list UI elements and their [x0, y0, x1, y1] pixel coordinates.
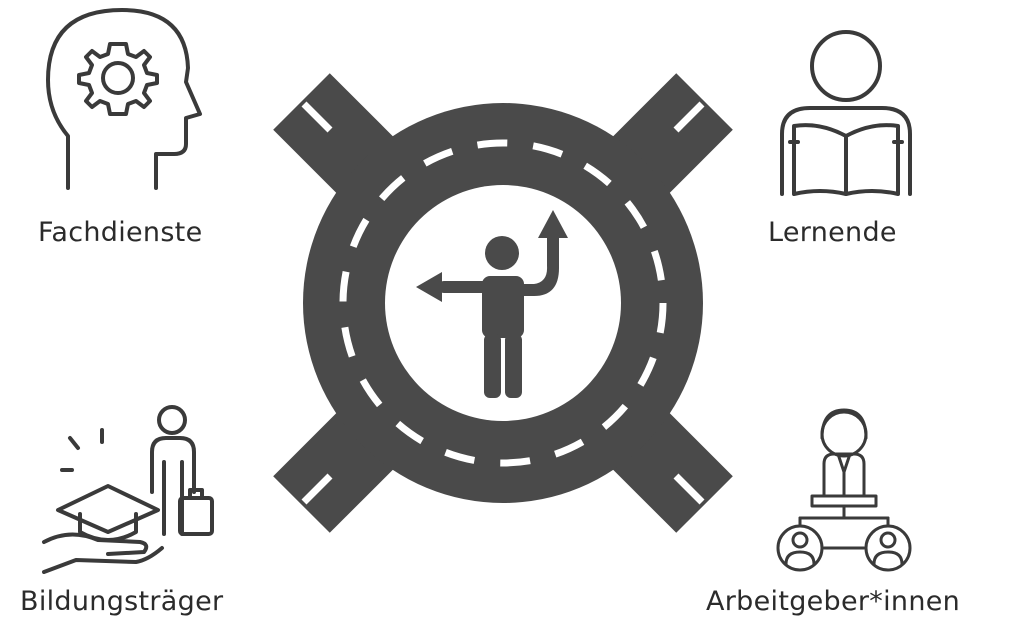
label-bildungstraeger: Bildungsträger	[20, 586, 224, 617]
label-lernende: Lernende	[768, 217, 897, 248]
head-with-gear-icon	[46, 8, 202, 190]
graduation-cap-hand-person-icon	[42, 405, 214, 574]
label-fachdienste: Fachdienste	[38, 217, 203, 248]
roundabout-icon	[273, 73, 733, 533]
person-directing-icon	[416, 210, 568, 398]
person-reading-book-icon	[780, 30, 912, 196]
label-arbeitgeber: Arbeitgeber*innen	[706, 586, 961, 617]
employer-network-icon	[776, 408, 912, 572]
